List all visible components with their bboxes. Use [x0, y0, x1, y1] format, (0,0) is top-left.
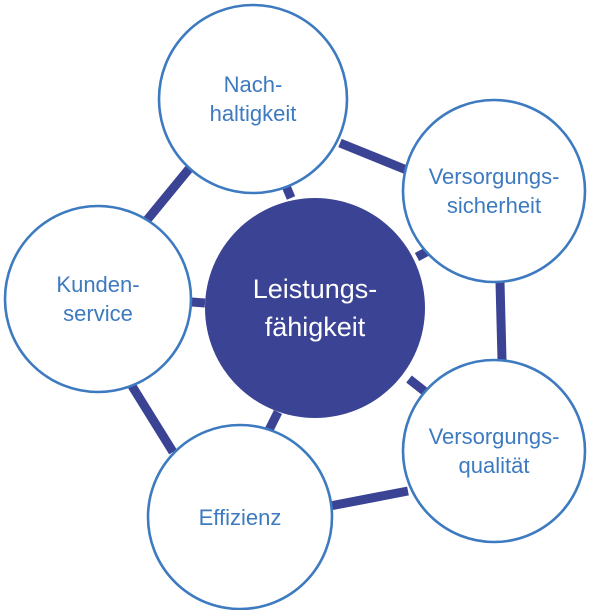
node-circle-leistungsfaehigkeit[interactable]	[205, 198, 425, 418]
node-circle-nachhaltigkeit[interactable]	[157, 3, 349, 195]
node-circle-kundenservice[interactable]	[3, 204, 193, 394]
connector-versorgungssicherheit-versorgungsqualitaet	[495, 281, 507, 361]
ring-connectors	[128, 138, 507, 511]
connector-kundenservice-nachhaltigkeit	[143, 161, 197, 223]
connector-nachhaltigkeit-versorgungssicherheit	[338, 138, 416, 178]
node-circle-versorgungsqualitaet[interactable]	[401, 358, 587, 544]
node-circle-effizienz[interactable]	[146, 423, 334, 610]
outer-node-circles	[3, 3, 587, 610]
node-circle-versorgungssicherheit[interactable]	[401, 98, 587, 284]
connector-effizienz-kundenservice	[128, 383, 177, 455]
connector-versorgungsqualitaet-effizienz	[329, 486, 409, 511]
